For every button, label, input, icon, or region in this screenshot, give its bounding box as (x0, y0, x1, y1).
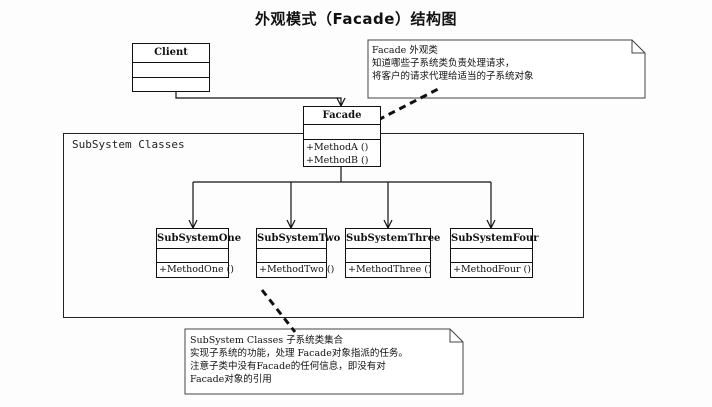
subsystem-note-line: 实现子系统的功能，处理 Facade对象指派的任务。 (190, 348, 408, 359)
subsystem-one-class[interactable]: SubSystemOne +MethodOne () (156, 228, 241, 278)
subsystem-four-name: SubSystemFour (451, 229, 538, 249)
facade-method-b: +MethodB () (306, 155, 369, 166)
subsystem-two-method: +MethodTwo () (259, 264, 335, 275)
diagram-title: 外观模式（Facade）结构图 (255, 10, 457, 28)
subsystem-two-class[interactable]: SubSystemTwo +MethodTwo () (256, 228, 340, 278)
facade-class[interactable]: Facade +MethodA () +MethodB () (303, 106, 381, 167)
facade-note: Facade 外观类 知道哪些子系统类负责处理请求， 将客户的请求代理给适当的子… (372, 44, 534, 83)
subsystem-note-line: SubSystem Classes 子系统类集合 (190, 335, 344, 346)
client-class[interactable]: Client (132, 43, 210, 92)
subsystem-three-name: SubSystemThree (346, 229, 440, 249)
subsystem-one-method: +MethodOne () (159, 264, 235, 275)
facade-class-name: Facade (304, 107, 380, 125)
subsystem-note-fold (449, 329, 463, 343)
subsystem-one-name: SubSystemOne (157, 229, 241, 249)
client-class-attributes (133, 63, 209, 78)
subsystem-two-attributes (257, 249, 326, 263)
facade-note-line: 将客户的请求代理给适当的子系统对象 (372, 71, 534, 82)
subsystem-note: SubSystem Classes 子系统类集合 实现子系统的功能，处理 Fac… (190, 334, 408, 386)
subsystem-three-class[interactable]: SubSystemThree +MethodThree () (345, 228, 440, 278)
subsystem-note-anchor (260, 289, 297, 333)
facade-note-line: 知道哪些子系统类负责处理请求， (372, 58, 515, 69)
facade-note-fold (631, 40, 645, 54)
subsystem-two-name: SubSystemTwo (257, 229, 340, 249)
subsystem-note-shape (184, 328, 464, 395)
subsystem-note-line: Facade对象的引用 (190, 374, 272, 385)
facade-note-shape (367, 39, 646, 99)
facade-class-attributes (304, 125, 380, 140)
subsystem-note-line: 注意子类中没有Facade的任何信息，即没有对 (190, 361, 386, 372)
facade-method-a: +MethodA () (306, 142, 369, 153)
subsystem-four-attributes (451, 249, 532, 263)
facade-note-line: Facade 外观类 (372, 45, 438, 56)
subsystem-classes-label: SubSystem Classes (72, 138, 185, 151)
client-facade-association (175, 92, 341, 106)
subsystem-three-attributes (346, 249, 430, 263)
subsystem-four-method: +MethodFour () (453, 264, 531, 275)
client-class-operations (133, 78, 209, 91)
subsystem-three-method: +MethodThree () (348, 264, 432, 275)
client-class-name: Client (133, 44, 209, 63)
facade-class-methods: +MethodA () +MethodB () (304, 140, 380, 167)
subsystem-one-attributes (157, 249, 228, 263)
subsystem-four-class[interactable]: SubSystemFour +MethodFour () (450, 228, 538, 278)
